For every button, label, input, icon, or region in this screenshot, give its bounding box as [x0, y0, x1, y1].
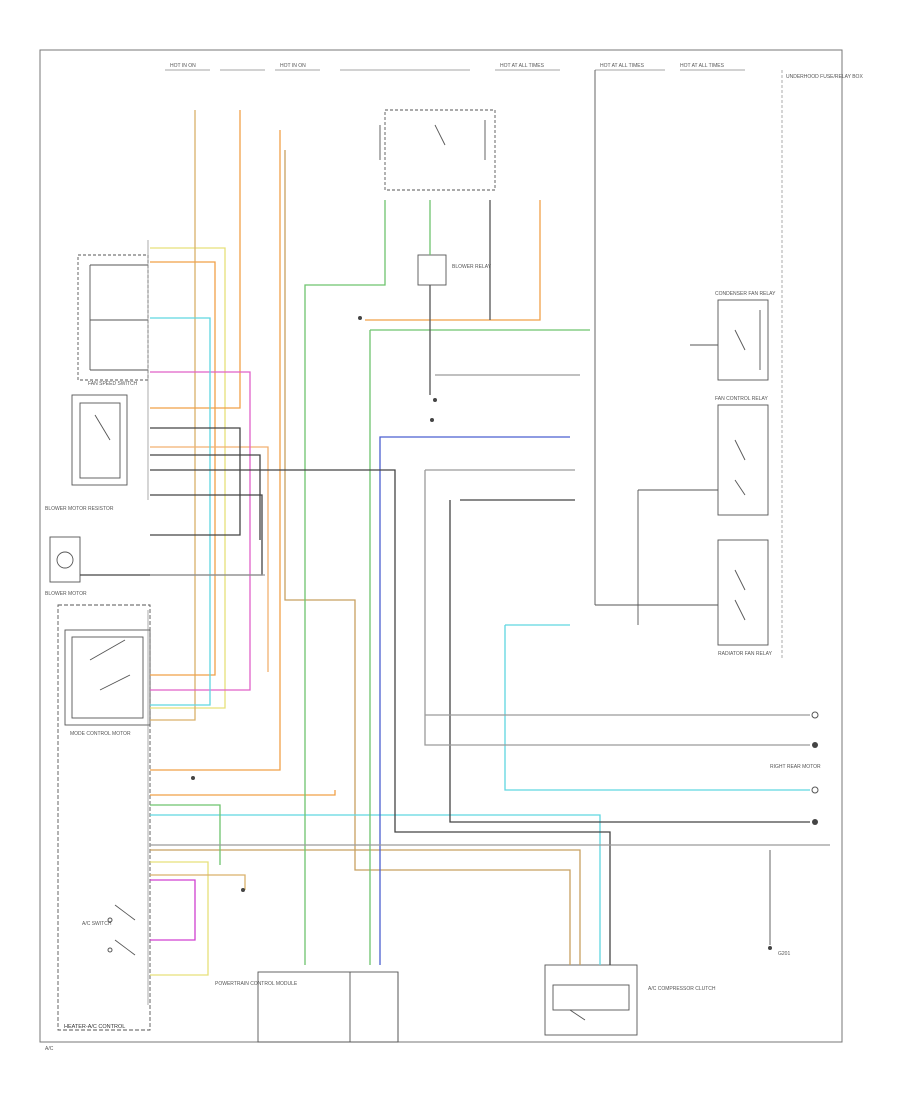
hot-at-all-times-label-1: HOT AT ALL TIMES [500, 63, 545, 69]
blower-motor-resistor: BLOWER MOTOR RESISTOR [45, 394, 128, 512]
ground-g201: G201 [768, 850, 790, 957]
powertrain-control-module: POWERTRAIN CONTROL MODULE [215, 971, 399, 1043]
blower-relay: BLOWER RELAY [379, 109, 496, 286]
heater-ac-control-box: HEATER-A/C CONTROL [57, 604, 151, 1031]
blower-motor: BLOWER MOTOR [45, 536, 87, 597]
recirc-control-switches: A/C SWITCH [82, 904, 136, 956]
mode-control-motor-label: MODE CONTROL MOTOR [70, 731, 131, 737]
underhood-fuse-box-label: UNDERHOOD FUSE/RELAY BOX [786, 74, 863, 80]
hot-at-all-times-label-3: HOT AT ALL TIMES [680, 63, 725, 69]
fan-speed-switch: FAN SPEED SWITCH [77, 254, 149, 387]
top-fuse-region: HOT IN ON HOT IN ON HOT AT ALL TIMES HOT… [165, 63, 863, 660]
footer-label: A/C [45, 1046, 54, 1052]
fan-speed-switch-label: FAN SPEED SWITCH [88, 381, 138, 387]
diagram-frame [39, 49, 843, 1043]
pcm-label: POWERTRAIN CONTROL MODULE [215, 981, 298, 987]
fan-control-relay: FAN CONTROL RELAY [715, 396, 768, 516]
condenser-fan-relay-label: CONDENSER FAN RELAY [715, 291, 776, 297]
condenser-fan-relay: CONDENSER FAN RELAY [715, 291, 776, 381]
connector-pins [147, 240, 437, 1005]
radiator-fan-label: RIGHT REAR MOTOR [770, 764, 821, 770]
ac-switch-label: A/C SWITCH [82, 921, 112, 927]
radiator-fan-relay: RADIATOR FAN RELAY [717, 539, 773, 657]
wires [80, 110, 830, 976]
mode-control-motor: MODE CONTROL MOTOR [64, 629, 151, 737]
hot-in-on-label-1: HOT IN ON [170, 63, 196, 69]
fan-control-relay-label: FAN CONTROL RELAY [715, 396, 768, 402]
blower-relay-label: BLOWER RELAY [452, 264, 492, 270]
blower-motor-label: BLOWER MOTOR [45, 591, 87, 597]
ac-compressor-clutch-label: A/C COMPRESSOR CLUTCH [648, 986, 716, 992]
hot-in-on-label-2: HOT IN ON [280, 63, 306, 69]
radiator-fan-relay-label: RADIATOR FAN RELAY [718, 651, 773, 657]
ac-compressor-clutch: A/C COMPRESSOR CLUTCH [544, 964, 716, 1036]
heater-ac-control-label: HEATER-A/C CONTROL [64, 1024, 125, 1030]
blower-motor-resistor-label: BLOWER MOTOR RESISTOR [45, 506, 114, 512]
hot-at-all-times-label-2: HOT AT ALL TIMES [600, 63, 645, 69]
g201-label: G201 [778, 951, 790, 957]
fan-motors: RIGHT REAR MOTOR [770, 711, 821, 825]
